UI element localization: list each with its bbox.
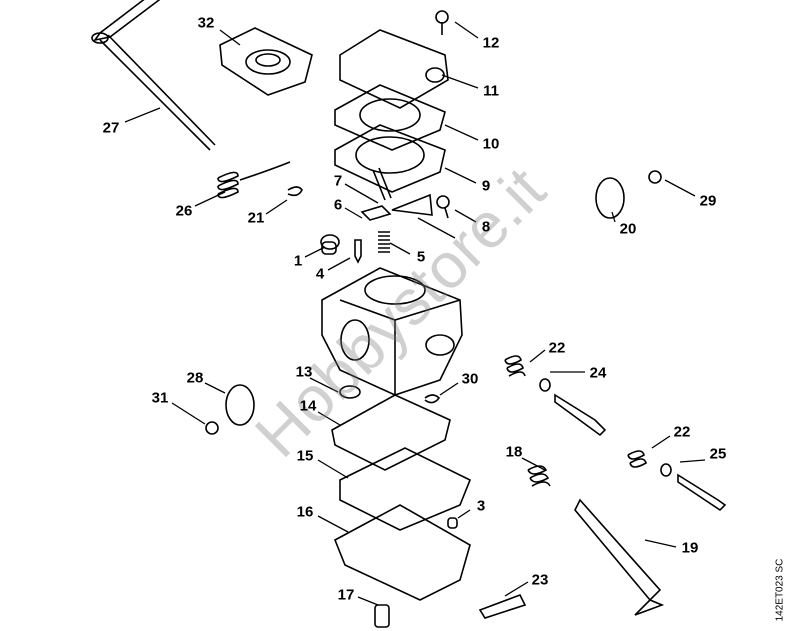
part-label-32: 32 — [197, 14, 215, 32]
part-label-15: 15 — [296, 447, 314, 465]
part-label-8: 8 — [481, 218, 491, 236]
part-label-31: 31 — [151, 389, 169, 407]
part-label-20: 20 — [619, 220, 637, 238]
part-label-4: 4 — [315, 265, 325, 283]
part-label-14: 14 — [299, 397, 317, 415]
part-label-3: 3 — [476, 497, 486, 515]
part-label-24: 24 — [589, 364, 607, 382]
part-label-12: 12 — [482, 34, 500, 52]
part-label-11: 11 — [483, 82, 499, 100]
part-label-1: 1 — [293, 252, 303, 270]
part-label-22b: 22 — [673, 423, 691, 441]
part-shapes — [91, 0, 727, 628]
part-label-21: 21 — [247, 209, 265, 227]
part-label-29: 29 — [699, 192, 717, 210]
part-label-30: 30 — [461, 370, 479, 388]
leader-lines — [124, 21, 706, 606]
part-label-17: 17 — [337, 586, 355, 604]
part-label-19: 19 — [681, 539, 699, 557]
part-label-9: 9 — [481, 177, 491, 195]
part-label-23: 23 — [531, 571, 549, 589]
part-label-6: 6 — [333, 196, 343, 214]
part-label-5: 5 — [416, 248, 426, 266]
part-label-22: 22 — [548, 339, 566, 357]
drawing-code: 142ET023 SC — [774, 558, 786, 622]
part-label-25: 25 — [709, 445, 727, 463]
part-label-7: 7 — [333, 172, 343, 190]
part-label-10: 10 — [482, 135, 500, 153]
part-label-18: 18 — [505, 443, 523, 461]
part-label-16: 16 — [296, 503, 314, 521]
part-label-13: 13 — [295, 363, 313, 381]
part-label-26: 26 — [175, 202, 193, 220]
part-label-28: 28 — [186, 369, 204, 387]
part-label-27: 27 — [102, 119, 120, 137]
